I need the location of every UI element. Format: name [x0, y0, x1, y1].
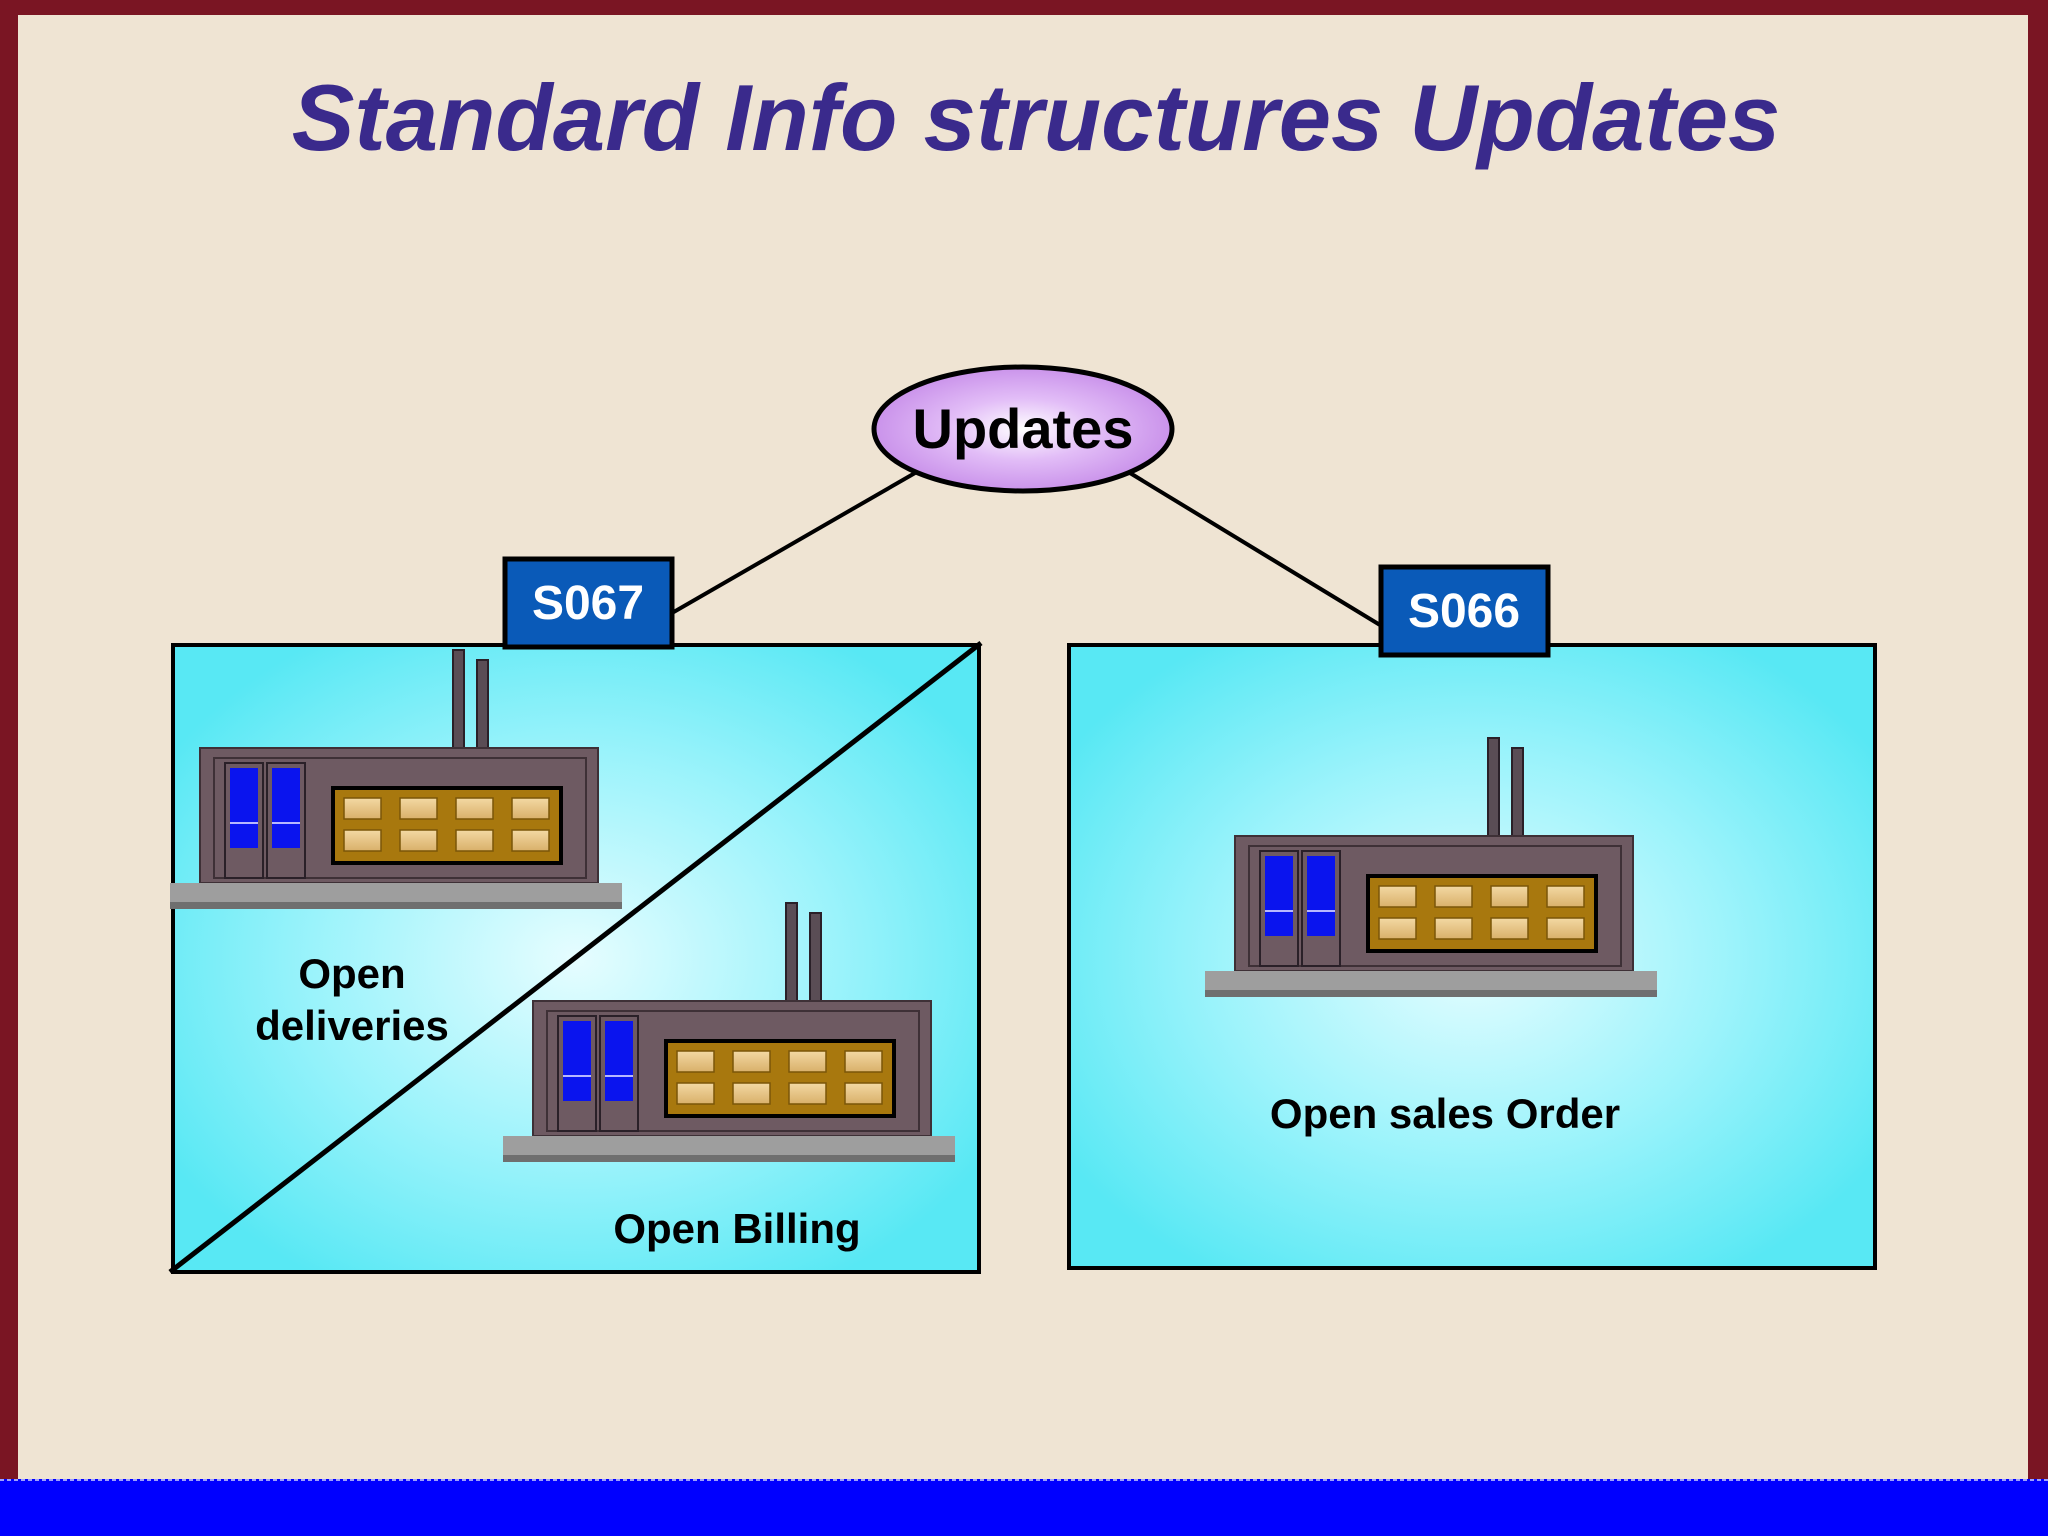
label-open-deliveries-line1: Open [298, 950, 405, 997]
footer-bar [0, 1479, 2048, 1536]
updates-node: Updates [871, 364, 1175, 494]
left-info-structure-box: Open deliveries Open Billing [168, 641, 983, 1274]
slide-title: Standard Info structures Updates [292, 65, 1781, 170]
label-open-deliveries-line2: deliveries [255, 1002, 449, 1049]
tag-s066: S066 [1378, 564, 1551, 658]
updates-node-label: Updates [913, 397, 1134, 460]
tag-s067-label: S067 [532, 577, 644, 630]
connector-left [671, 471, 916, 615]
diagonal-divider [168, 641, 983, 1274]
tag-s067: S067 [502, 556, 675, 650]
connector-right [1128, 471, 1382, 627]
label-open-sales-order: Open sales Order [1270, 1090, 1620, 1137]
label-open-billing: Open Billing [613, 1205, 860, 1252]
tag-s066-label: S066 [1408, 585, 1520, 638]
right-info-structure-box: Open sales Order [1067, 643, 1877, 1270]
